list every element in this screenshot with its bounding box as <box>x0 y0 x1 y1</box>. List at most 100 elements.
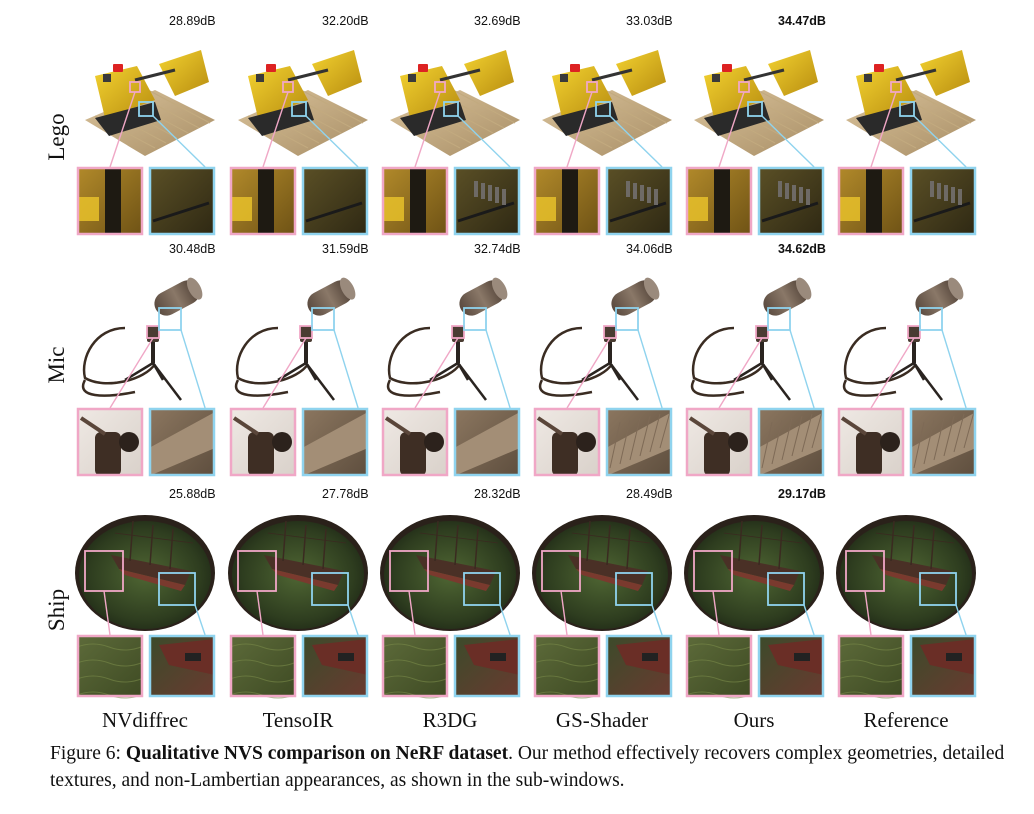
lego-psnr-0: 28.89dB <box>169 14 216 28</box>
lego-render-4 <box>685 50 825 236</box>
lego-blue-inset-1 <box>291 101 307 117</box>
row-label-lego: Lego <box>44 113 69 161</box>
ship-blue-crop-4 <box>757 634 825 698</box>
mic-render-2 <box>381 277 521 477</box>
mic-render-5 <box>837 277 977 477</box>
ship-render-5 <box>836 515 977 699</box>
mic-psnr-4: 34.62dB <box>778 242 826 256</box>
lego-pink-crop-2 <box>381 166 449 236</box>
ship-pink-crop-5 <box>837 634 905 699</box>
row-label-ship: Ship <box>44 588 69 632</box>
mic-psnr-2: 32.74dB <box>474 242 521 256</box>
ship-pink-crop-4 <box>685 634 753 699</box>
lego-render-5 <box>837 50 977 236</box>
lego-psnr-4: 34.47dB <box>778 14 826 28</box>
mic-pink-crop-1 <box>229 407 297 477</box>
lego-render-2 <box>381 50 521 236</box>
mic-render-3 <box>533 277 673 477</box>
lego-blue-inset-5 <box>899 101 915 117</box>
lego-render-3 <box>533 50 673 236</box>
mic-pink-crop-5 <box>837 407 905 477</box>
ship-blue-crop-3 <box>605 634 673 698</box>
ship-psnr-0: 25.88dB <box>169 487 216 501</box>
mic-blue-inset-5 <box>919 307 943 331</box>
lego-psnr-1: 32.20dB <box>322 14 369 28</box>
ship-blue-inset-5 <box>919 572 957 606</box>
figure-caption: Figure 6: Qualitative NVS comparison on … <box>50 740 1010 794</box>
ship-blue-inset-3 <box>615 572 653 606</box>
mic-render-1 <box>229 277 369 477</box>
ship-blue-inset-4 <box>767 572 805 606</box>
ship-blue-crop-1 <box>301 634 369 698</box>
ship-pink-crop-0 <box>76 634 144 699</box>
ship-psnr-3: 28.49dB <box>626 487 673 501</box>
lego-render-1 <box>229 50 369 236</box>
lego-blue-inset-3 <box>595 101 611 117</box>
lego-blue-crop-5 <box>909 166 977 236</box>
lego-blue-crop-0 <box>148 166 216 236</box>
mic-blue-inset-4 <box>767 307 791 331</box>
ship-blue-crop-2 <box>453 634 521 698</box>
mic-blue-inset-2 <box>463 307 487 331</box>
mic-blue-crop-4 <box>757 407 825 477</box>
mic-blue-crop-2 <box>453 407 521 477</box>
lego-blue-crop-3 <box>605 166 673 236</box>
row-label-mic: Mic <box>44 346 69 384</box>
method-label-2: R3DG <box>422 708 478 732</box>
mic-blue-inset-0 <box>158 307 182 331</box>
mic-pink-crop-0 <box>76 407 144 477</box>
ship-blue-inset-0 <box>158 572 196 606</box>
caption-label: Figure 6: <box>50 743 121 764</box>
method-label-3: GS-Shader <box>555 708 649 732</box>
ship-pink-crop-3 <box>533 634 601 699</box>
mic-psnr-0: 30.48dB <box>169 242 216 256</box>
mic-blue-inset-3 <box>615 307 639 331</box>
lego-pink-crop-4 <box>685 166 753 236</box>
ship-psnr-1: 27.78dB <box>322 487 369 501</box>
lego-pink-crop-5 <box>837 166 905 236</box>
ship-pink-crop-2 <box>381 634 449 699</box>
ship-pink-crop-1 <box>229 634 297 699</box>
lego-psnr-3: 33.03dB <box>626 14 673 28</box>
method-label-4: Ours <box>733 708 775 732</box>
caption-text: . Our method effectively recovers comple… <box>50 743 1005 791</box>
mic-pink-crop-2 <box>381 407 449 477</box>
lego-pink-crop-1 <box>229 166 297 236</box>
mic-blue-crop-5 <box>909 407 977 477</box>
mic-pink-crop-3 <box>533 407 601 477</box>
lego-render-0 <box>76 50 216 236</box>
lego-blue-crop-2 <box>453 166 521 236</box>
ship-psnr-2: 28.32dB <box>474 487 521 501</box>
lego-pink-crop-0 <box>76 166 144 236</box>
ship-render-0 <box>75 515 216 699</box>
mic-render-0 <box>76 277 216 477</box>
lego-psnr-2: 32.69dB <box>474 14 521 28</box>
lego-blue-crop-4 <box>757 166 825 236</box>
ship-render-2 <box>380 515 521 699</box>
caption-title: Qualitative NVS comparison on NeRF datas… <box>125 743 509 764</box>
method-label-1: TensoIR <box>262 708 334 732</box>
ship-blue-crop-5 <box>909 634 977 698</box>
lego-blue-inset-0 <box>138 101 154 117</box>
ship-psnr-4: 29.17dB <box>778 487 826 501</box>
lego-pink-crop-3 <box>533 166 601 236</box>
lego-blue-crop-1 <box>301 166 369 236</box>
lego-blue-inset-4 <box>747 101 763 117</box>
method-label-5: Reference <box>863 708 949 732</box>
mic-blue-crop-0 <box>148 407 216 477</box>
mic-render-4 <box>685 277 825 477</box>
lego-blue-inset-2 <box>443 101 459 117</box>
ship-blue-inset-2 <box>463 572 501 606</box>
mic-blue-crop-1 <box>301 407 369 477</box>
ship-render-1 <box>228 515 369 699</box>
mic-psnr-1: 31.59dB <box>322 242 369 256</box>
ship-blue-inset-1 <box>311 572 349 606</box>
mic-blue-crop-3 <box>605 407 673 477</box>
mic-pink-crop-4 <box>685 407 753 477</box>
ship-render-3 <box>532 515 673 699</box>
method-label-0: NVdiffrec <box>102 708 188 732</box>
ship-render-4 <box>684 515 825 699</box>
ship-blue-crop-0 <box>148 634 216 698</box>
mic-blue-inset-1 <box>311 307 335 331</box>
